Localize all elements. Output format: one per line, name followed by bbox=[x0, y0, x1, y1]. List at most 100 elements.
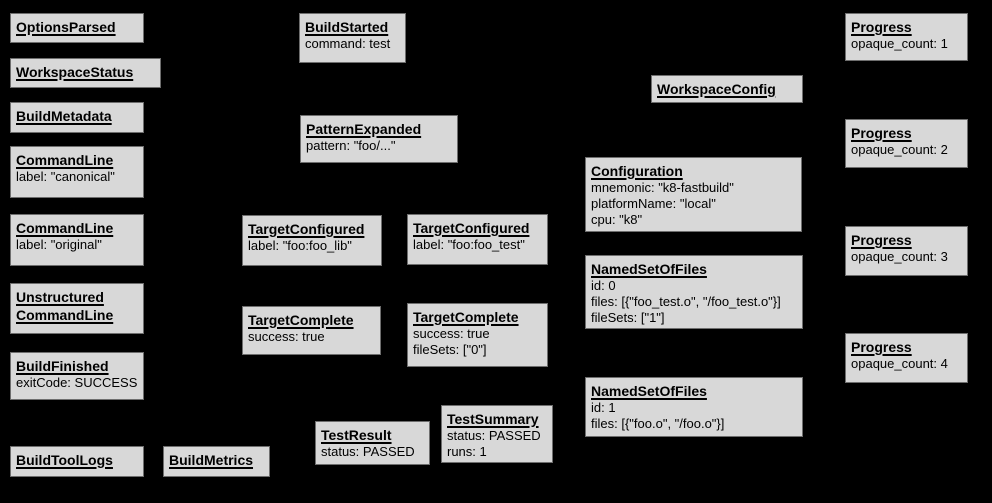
node-progress-1: Progress opaque_count: 1 bbox=[845, 13, 968, 61]
node-detail: platformName: "local" bbox=[591, 196, 716, 211]
node-progress-4: Progress opaque_count: 4 bbox=[845, 333, 968, 383]
node-title: PatternExpanded bbox=[306, 120, 453, 138]
node-pattern-expanded: PatternExpanded pattern: "foo/..." bbox=[300, 115, 458, 163]
node-detail: status: PASSED bbox=[321, 444, 415, 459]
node-title-line: NamedSetOfFiles bbox=[591, 383, 707, 399]
node-detail: fileSets: ["1"] bbox=[591, 310, 665, 325]
node-detail: label: "canonical" bbox=[16, 169, 115, 184]
node-title-line: BuildMetrics bbox=[169, 452, 254, 468]
node-build-started: BuildStarted command: test bbox=[299, 13, 406, 63]
node-detail: cpu: "k8" bbox=[591, 212, 643, 227]
node-workspace-status: WorkspaceStatus bbox=[10, 58, 161, 88]
node-title-line: CommandLine bbox=[16, 152, 114, 168]
node-title: NamedSetOfFiles bbox=[591, 382, 798, 400]
node-detail: files: [{"foo_test.o", "/foo_test.o"}] bbox=[591, 294, 781, 309]
node-title: Unstructured CommandLine bbox=[16, 288, 139, 324]
node-target-complete-foo-lib: TargetComplete success: true bbox=[242, 306, 381, 355]
node-title: CommandLine bbox=[16, 219, 139, 237]
node-title-line: BuildMetadata bbox=[16, 108, 112, 124]
node-detail: opaque_count: 3 bbox=[851, 249, 948, 264]
node-detail: label: "foo:foo_lib" bbox=[248, 238, 352, 253]
node-detail: status: PASSED bbox=[447, 428, 541, 443]
node-options-parsed: OptionsParsed bbox=[10, 13, 144, 43]
node-command-line-canonical: CommandLine label: "canonical" bbox=[10, 146, 144, 198]
node-title-line: BuildStarted bbox=[305, 19, 389, 35]
node-title: TargetComplete bbox=[413, 308, 543, 326]
node-detail: fileSets: ["0"] bbox=[413, 342, 487, 357]
node-title-line: NamedSetOfFiles bbox=[591, 261, 707, 277]
node-detail: files: [{"foo.o", "/foo.o"}] bbox=[591, 416, 725, 431]
node-detail: label: "foo:foo_test" bbox=[413, 237, 525, 252]
node-command-line-original: CommandLine label: "original" bbox=[10, 214, 144, 266]
node-title: Progress bbox=[851, 124, 963, 142]
node-target-configured-foo-test: TargetConfigured label: "foo:foo_test" bbox=[407, 214, 548, 265]
node-title-line: TargetComplete bbox=[413, 309, 519, 325]
node-detail: id: 1 bbox=[591, 400, 616, 415]
node-title: TargetConfigured bbox=[248, 220, 377, 238]
node-title-line: WorkspaceStatus bbox=[16, 64, 134, 80]
node-title: WorkspaceStatus bbox=[16, 63, 156, 81]
node-title: Progress bbox=[851, 18, 963, 36]
node-unstructured-command-line: Unstructured CommandLine bbox=[10, 283, 144, 334]
node-progress-3: Progress opaque_count: 3 bbox=[845, 226, 968, 276]
node-detail: runs: 1 bbox=[447, 444, 487, 459]
node-title: OptionsParsed bbox=[16, 18, 139, 36]
node-title-line: TargetConfigured bbox=[248, 221, 365, 237]
node-detail: mnemonic: "k8-fastbuild" bbox=[591, 180, 734, 195]
node-detail: pattern: "foo/..." bbox=[306, 138, 396, 153]
node-title-line: Progress bbox=[851, 232, 912, 248]
node-title: Configuration bbox=[591, 162, 797, 180]
node-title-line: Configuration bbox=[591, 163, 683, 179]
node-title: BuildMetrics bbox=[169, 451, 265, 469]
node-title: TestResult bbox=[321, 426, 425, 444]
node-named-set-of-files-1: NamedSetOfFiles id: 1 files: [{"foo.o", … bbox=[585, 377, 803, 437]
node-title-line: TestSummary bbox=[447, 411, 539, 427]
node-title: WorkspaceConfig bbox=[657, 80, 798, 98]
node-detail: id: 0 bbox=[591, 278, 616, 293]
node-title-line: BuildToolLogs bbox=[16, 452, 113, 468]
node-detail: opaque_count: 2 bbox=[851, 142, 948, 157]
node-title: BuildStarted bbox=[305, 18, 401, 36]
node-title: BuildMetadata bbox=[16, 107, 139, 125]
node-detail: command: test bbox=[305, 36, 391, 51]
node-title: TargetComplete bbox=[248, 311, 376, 329]
node-build-metrics: BuildMetrics bbox=[163, 446, 270, 477]
node-title-line: TestResult bbox=[321, 427, 392, 443]
node-progress-2: Progress opaque_count: 2 bbox=[845, 119, 968, 168]
node-detail: opaque_count: 4 bbox=[851, 356, 948, 371]
node-test-result: TestResult status: PASSED bbox=[315, 421, 430, 465]
node-title: TargetConfigured bbox=[413, 219, 543, 237]
node-title-line: TargetComplete bbox=[248, 312, 354, 328]
node-target-complete-foo-test: TargetComplete success: true fileSets: [… bbox=[407, 303, 548, 367]
node-title: NamedSetOfFiles bbox=[591, 260, 798, 278]
node-title-line: Progress bbox=[851, 19, 912, 35]
node-detail: success: true bbox=[248, 329, 325, 344]
node-title-line: TargetConfigured bbox=[413, 220, 530, 236]
node-title: CommandLine bbox=[16, 151, 139, 169]
node-title-line: Progress bbox=[851, 339, 912, 355]
node-workspace-config: WorkspaceConfig bbox=[651, 75, 803, 103]
node-title: BuildFinished bbox=[16, 357, 139, 375]
node-title-line: CommandLine bbox=[16, 220, 114, 236]
node-title: Progress bbox=[851, 338, 963, 356]
node-named-set-of-files-0: NamedSetOfFiles id: 0 files: [{"foo_test… bbox=[585, 255, 803, 329]
node-test-summary: TestSummary status: PASSED runs: 1 bbox=[441, 405, 553, 463]
node-title: TestSummary bbox=[447, 410, 548, 428]
node-target-configured-foo-lib: TargetConfigured label: "foo:foo_lib" bbox=[242, 215, 382, 266]
node-title-line: PatternExpanded bbox=[306, 121, 422, 137]
node-title-line: Progress bbox=[851, 125, 912, 141]
node-configuration: Configuration mnemonic: "k8-fastbuild" p… bbox=[585, 157, 802, 232]
node-detail: exitCode: SUCCESS bbox=[16, 375, 138, 390]
node-detail: label: "original" bbox=[16, 237, 102, 252]
node-title-line: CommandLine bbox=[16, 307, 114, 323]
node-build-finished: BuildFinished exitCode: SUCCESS bbox=[10, 352, 144, 400]
node-title-line: BuildFinished bbox=[16, 358, 109, 374]
node-title-line: WorkspaceConfig bbox=[657, 81, 776, 97]
node-title-line: Unstructured bbox=[16, 289, 104, 305]
node-title: Progress bbox=[851, 231, 963, 249]
node-build-tool-logs: BuildToolLogs bbox=[10, 446, 144, 477]
node-detail: opaque_count: 1 bbox=[851, 36, 948, 51]
node-build-metadata: BuildMetadata bbox=[10, 102, 144, 133]
node-detail: success: true bbox=[413, 326, 490, 341]
